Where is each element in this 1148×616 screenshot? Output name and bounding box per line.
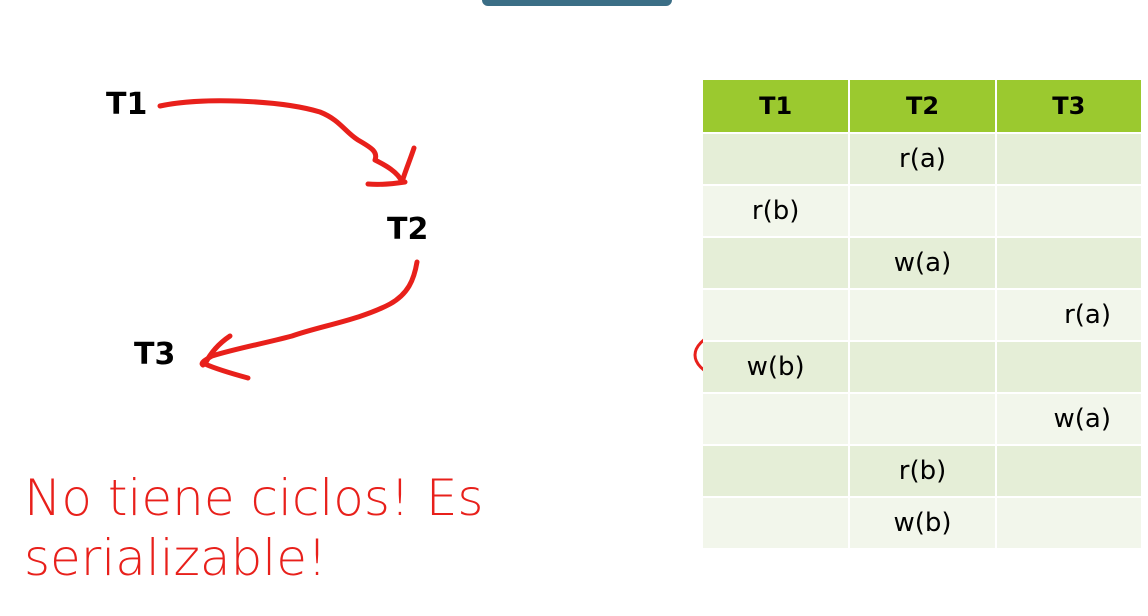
cell bbox=[703, 497, 851, 550]
header-t1: T1 bbox=[703, 80, 851, 134]
cell bbox=[703, 393, 851, 446]
table-row: w(b) bbox=[703, 497, 1144, 550]
table-row: r(a) bbox=[703, 289, 1144, 342]
cell bbox=[995, 185, 1144, 238]
cell bbox=[703, 445, 851, 498]
cell: w(b) bbox=[849, 497, 997, 550]
cell bbox=[703, 133, 851, 186]
node-t1: T1 bbox=[106, 87, 148, 122]
cell bbox=[849, 185, 997, 238]
cell: w(a) bbox=[849, 237, 997, 290]
cell bbox=[995, 237, 1144, 290]
cell: w(b) bbox=[703, 341, 851, 394]
cell: r(a) bbox=[995, 289, 1144, 342]
table-row: w(a) bbox=[703, 393, 1144, 446]
cell bbox=[849, 289, 997, 342]
table-row: r(b) bbox=[703, 445, 1144, 498]
cell bbox=[849, 341, 997, 394]
cell: r(b) bbox=[849, 445, 997, 498]
cell bbox=[995, 341, 1144, 394]
cell: r(a) bbox=[849, 133, 997, 186]
table-row: r(b) bbox=[703, 185, 1144, 238]
cell: r(b) bbox=[703, 185, 851, 238]
cell bbox=[849, 393, 997, 446]
schedule-table: T1 T2 T3 r(a) r(b) w(a) r(a) w(b) bbox=[703, 80, 1144, 550]
edge-t1-t2-arrowhead bbox=[365, 179, 408, 187]
edge-t2-t3 bbox=[199, 259, 420, 368]
header-t2: T2 bbox=[849, 80, 997, 134]
cell bbox=[703, 289, 851, 342]
table-row: r(a) bbox=[703, 133, 1144, 186]
conclusion-text: No tiene ciclos! Es serializable! bbox=[24, 469, 484, 587]
top-decoration-bar bbox=[482, 0, 672, 6]
header-t3: T3 bbox=[995, 80, 1144, 134]
cell bbox=[995, 497, 1144, 550]
edge-t2-t3-arrowhead bbox=[202, 333, 251, 381]
node-t2: T2 bbox=[387, 212, 429, 247]
table-header-row: T1 T2 T3 bbox=[703, 80, 1144, 134]
cell bbox=[995, 133, 1144, 186]
table-row: w(a) bbox=[703, 237, 1144, 290]
cell bbox=[995, 445, 1144, 498]
cell bbox=[703, 237, 851, 290]
node-t3: T3 bbox=[134, 337, 176, 372]
table-row: w(b) bbox=[703, 341, 1144, 394]
edge-t1-t2 bbox=[157, 98, 417, 185]
cell: w(a) bbox=[995, 393, 1144, 446]
